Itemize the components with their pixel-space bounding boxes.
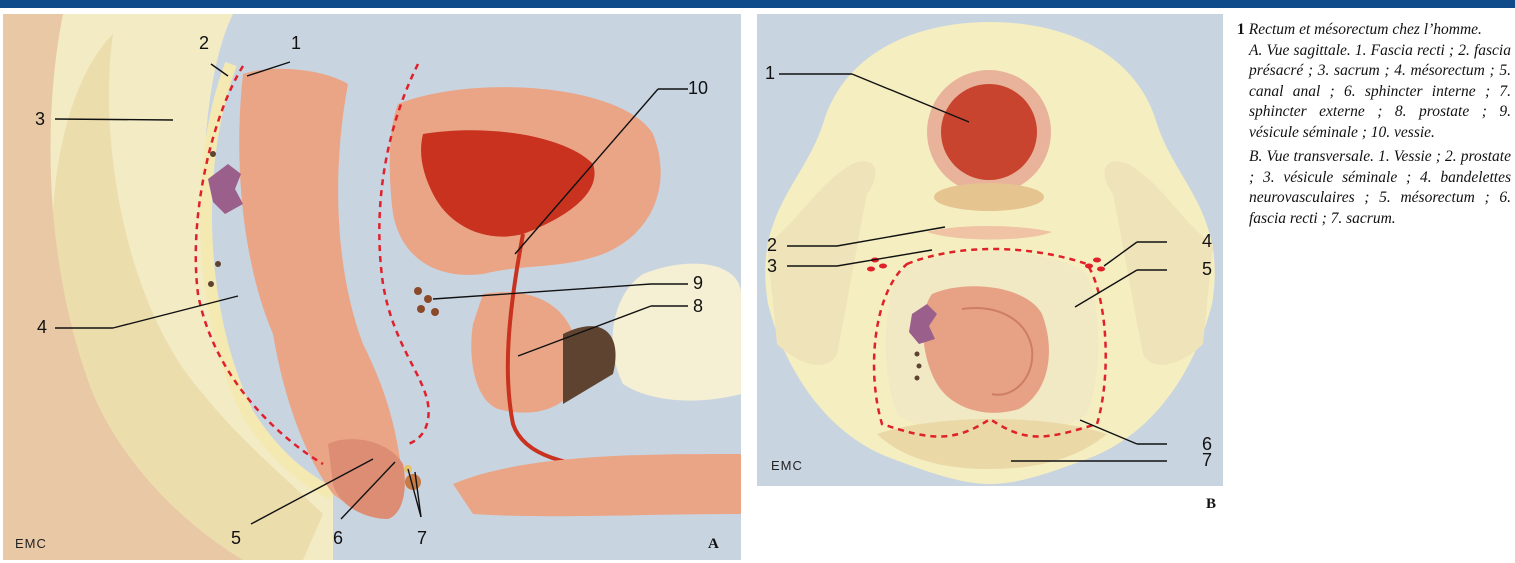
penile-bulb bbox=[453, 454, 741, 516]
panel-letter-a: A bbox=[708, 536, 719, 552]
prostate-b bbox=[934, 183, 1044, 211]
label-a-3: 3 bbox=[35, 109, 45, 129]
label-b-1: 1 bbox=[765, 63, 775, 83]
label-b-5: 5 bbox=[1202, 259, 1212, 279]
label-b-4: 4 bbox=[1202, 231, 1212, 251]
label-a-7: 7 bbox=[417, 528, 427, 548]
label-a-8: 8 bbox=[693, 296, 703, 316]
label-b-7: 7 bbox=[1202, 450, 1212, 470]
label-a-10: 10 bbox=[688, 78, 708, 98]
caption-panel-b: B. Vue transversale. 1. Vessie ; 2. pros… bbox=[1249, 147, 1511, 229]
panel-letter-b: B bbox=[1206, 496, 1216, 513]
label-a-5: 5 bbox=[231, 528, 241, 548]
transverse-illustration: 1 2 3 4 5 6 7 EMC bbox=[757, 14, 1223, 486]
label-a-1: 1 bbox=[291, 33, 301, 53]
figure-title: Rectum et mésorectum chez l’homme. bbox=[1249, 21, 1482, 38]
label-a-2: 2 bbox=[199, 33, 209, 53]
label-a-9: 9 bbox=[693, 273, 703, 293]
label-a-4: 4 bbox=[37, 317, 47, 337]
emc-watermark-b: EMC bbox=[771, 458, 803, 473]
sagittal-illustration: 1 2 3 4 5 6 7 8 9 10 EMC A bbox=[3, 14, 741, 560]
panel-a-sagittal: 1 2 3 4 5 6 7 8 9 10 EMC A bbox=[3, 14, 741, 560]
emc-watermark-a: EMC bbox=[15, 536, 47, 551]
label-b-3: 3 bbox=[767, 256, 777, 276]
prostate bbox=[471, 292, 578, 413]
figure-number: 1 bbox=[1237, 21, 1245, 38]
caption-panel-a: A. Vue sagittale. 1. Fascia recti ; 2. f… bbox=[1249, 41, 1511, 144]
header-bar bbox=[0, 0, 1515, 8]
panel-b-transverse: 1 2 3 4 5 6 7 EMC bbox=[757, 14, 1223, 486]
label-b-2: 2 bbox=[767, 235, 777, 255]
label-a-6: 6 bbox=[333, 528, 343, 548]
